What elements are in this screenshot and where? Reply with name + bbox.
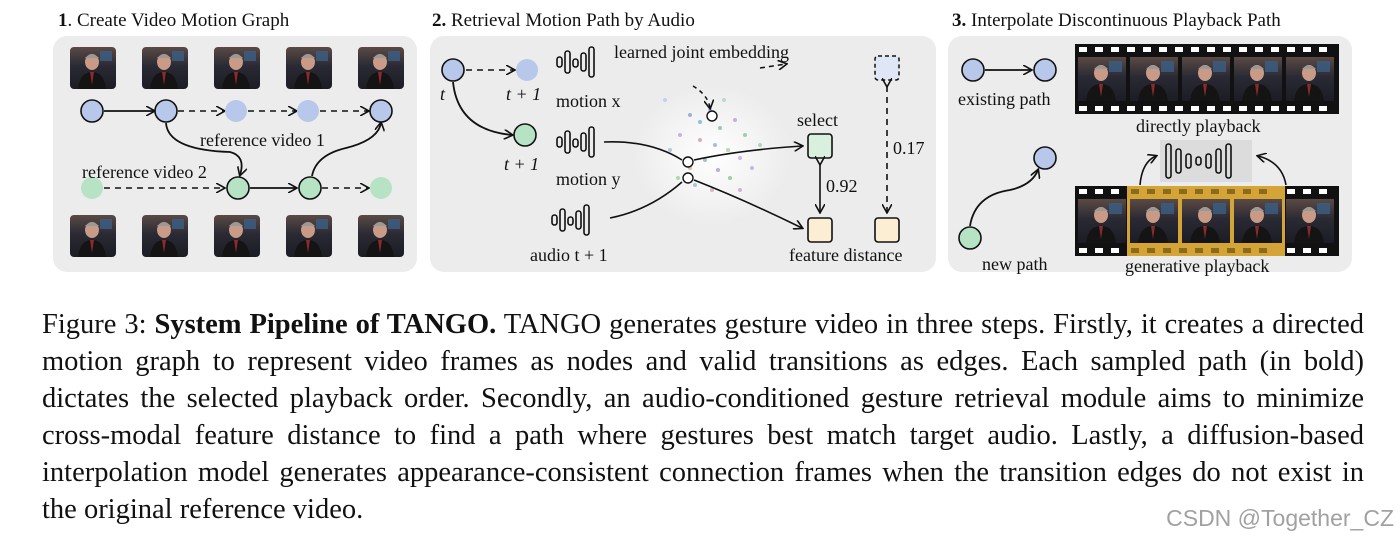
audio-waveform: [551, 204, 590, 236]
motion-x-label: motion x: [556, 91, 621, 111]
distance-value-1: 0.92: [826, 176, 858, 196]
figure-caption: Figure 3: System Pipeline of TANGO. TANG…: [42, 309, 1365, 525]
embedding-point: [682, 172, 694, 184]
panel-1-thumbnails-bottom: [70, 215, 404, 257]
panel-1-title: 1. Create Video Motion Graph: [58, 10, 290, 31]
panel-1-thumbnails-top: [70, 47, 404, 89]
graph-node: [369, 99, 393, 123]
video-frame-thumbnail: [286, 47, 332, 89]
embedding-point: [682, 156, 694, 168]
reference-video-1-label: reference video 1: [200, 130, 325, 150]
select-box: [807, 133, 833, 159]
graph-node: [297, 100, 319, 122]
t-plus-1-top-label: t + 1: [506, 84, 542, 104]
graph-node: [370, 177, 392, 199]
new-path-label: new path: [982, 254, 1048, 274]
existing-path-label: existing path: [958, 89, 1051, 109]
existing-node-a: [961, 58, 985, 82]
panel-3-title: 3. Interpolate Discontinuous Playback Pa…: [952, 10, 1281, 31]
video-frame-thumbnail: [286, 215, 332, 257]
new-node-b: [1033, 146, 1057, 170]
t-plus-1-bottom-label: t + 1: [504, 154, 540, 174]
motion-y-label: motion y: [556, 169, 621, 189]
learned-joint-embedding-label: learned joint embedding: [614, 42, 789, 62]
candidate-box: [874, 55, 900, 81]
graph-node: [81, 177, 103, 199]
graph-node: [225, 100, 247, 122]
existing-node-b: [1033, 58, 1057, 82]
video-frame-thumbnail: [358, 215, 404, 257]
graph-node: [226, 176, 250, 200]
node-t-plus-1-blue: [516, 59, 538, 81]
video-frame-thumbnail: [70, 215, 116, 257]
feature-distance-label: feature distance: [789, 245, 903, 265]
new-node-a: [958, 226, 982, 250]
generative-playback-filmstrip: [1075, 186, 1339, 256]
reference-video-2-label: reference video 2: [82, 162, 207, 182]
embedding-glow: [632, 85, 792, 225]
node-t: [441, 58, 465, 82]
distance-value-2: 0.17: [893, 138, 925, 158]
panel-2-title: 2. Retrieval Motion Path by Audio: [432, 10, 695, 31]
audio-label: audio t + 1: [530, 245, 608, 265]
directly-playback-label: directly playback: [1136, 116, 1261, 136]
feature-box-1: [807, 217, 833, 243]
graph-node: [298, 176, 322, 200]
direct-playback-filmstrip: [1075, 44, 1339, 114]
video-frame-thumbnail: [142, 215, 188, 257]
t-label: t: [440, 84, 446, 104]
select-label: select: [797, 110, 838, 130]
graph-node: [154, 99, 178, 123]
watermark: CSDN @Together_CZ: [1166, 505, 1394, 531]
video-frame-thumbnail: [214, 47, 260, 89]
video-frame-thumbnail: [142, 47, 188, 89]
video-frame-thumbnail: [70, 47, 116, 89]
video-frame-thumbnail: [214, 215, 260, 257]
graph-node: [80, 99, 104, 123]
motion-x-waveform: [556, 46, 595, 78]
node-t-plus-1-green: [513, 123, 537, 147]
generative-playback-label: generative playback: [1125, 256, 1270, 276]
generator-icon: [1165, 143, 1232, 179]
embedding-point: [706, 110, 718, 122]
embedding-scatter: [663, 98, 762, 192]
motion-y-waveform: [556, 126, 595, 158]
pipeline-diagram: [70, 44, 1339, 257]
video-frame-thumbnail: [358, 47, 404, 89]
feature-box-2: [874, 217, 900, 243]
